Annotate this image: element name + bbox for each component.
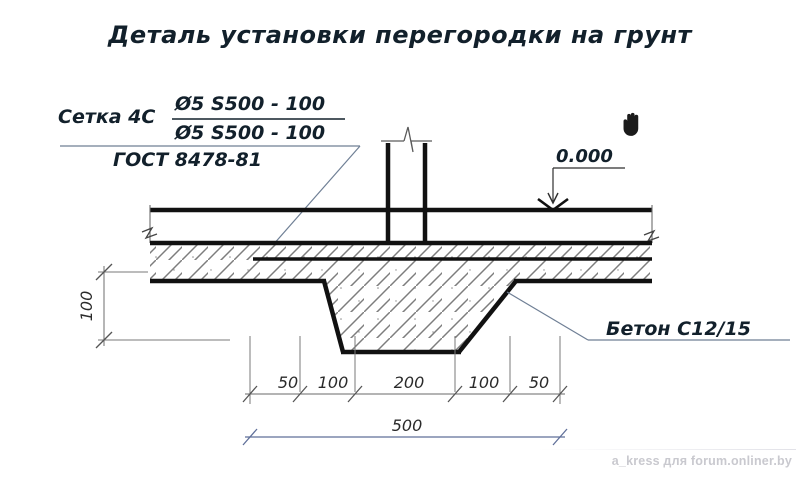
page-title: Деталь установки перегородки на грунт — [107, 21, 693, 49]
chain-tick-5 — [502, 385, 518, 403]
partition-wall — [381, 126, 432, 243]
break-line-left — [141, 205, 158, 243]
chain-value-5: 50 — [529, 373, 549, 392]
mesh-label: Сетка 4С — [58, 106, 155, 128]
overall-dimension-500: 500 — [242, 416, 568, 446]
vdim-tick-top — [95, 263, 113, 281]
mesh-callout: Сетка 4С Ø5 S500 - 100 Ø5 S500 - 100 ГОС… — [58, 93, 361, 263]
vdim-tick-bottom — [95, 331, 113, 349]
partition-break-line — [381, 126, 432, 153]
chain-tick-4 — [447, 385, 463, 403]
chain-tick-2 — [292, 385, 308, 403]
chain-tick-6 — [552, 385, 568, 403]
dimension-chain: 50 100 200 100 50 — [242, 336, 568, 404]
level-value: 0.000 — [556, 146, 613, 167]
mesh-standard: ГОСТ 8478-81 — [113, 149, 262, 171]
chain-tick-3 — [347, 385, 363, 403]
concrete-callout: Бетон C12/15 — [506, 291, 790, 341]
chain-value-4: 100 — [469, 373, 500, 392]
chain-value-3: 200 — [394, 373, 425, 392]
mesh-fraction-bottom: Ø5 S500 - 100 — [174, 122, 325, 144]
break-line-right — [643, 205, 660, 243]
mesh-fraction-top: Ø5 S500 - 100 — [174, 93, 325, 115]
hand-cursor-icon — [623, 112, 639, 136]
overall-dimension-value: 500 — [392, 416, 423, 435]
chain-tick-1 — [242, 385, 258, 403]
chain-value-1: 50 — [278, 373, 298, 392]
vdim-value: 100 — [77, 291, 96, 322]
concrete-leader-line — [506, 291, 589, 341]
vertical-dimension-100: 100 — [77, 263, 230, 349]
watermark-text: a_kress для forum.onliner.by — [611, 454, 792, 468]
overall-tick-right — [552, 428, 568, 446]
trench-left-slope — [321, 280, 346, 353]
concrete-section — [150, 240, 652, 355]
overall-tick-left — [242, 428, 258, 446]
concrete-aggregate-dots — [150, 243, 652, 352]
concrete-label: Бетон C12/15 — [606, 318, 751, 340]
trench-right-slope — [457, 279, 518, 354]
chain-value-2: 100 — [318, 373, 349, 392]
watermark-rule — [538, 449, 796, 450]
level-mark: 0.000 — [537, 146, 625, 212]
level-arrow-icon — [547, 192, 559, 205]
